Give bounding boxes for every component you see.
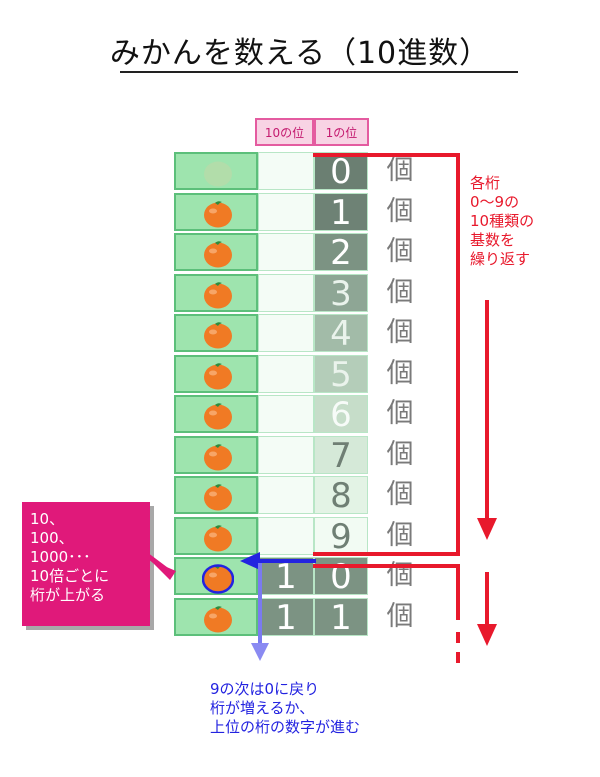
unit-label: 個 (386, 276, 414, 308)
table-row: 1 (174, 192, 368, 232)
unit-label: 個 (386, 357, 414, 389)
orange-cell (174, 152, 258, 190)
unit-label: 個 (386, 155, 414, 186)
tens-digit-cell (258, 192, 314, 231)
ones-digit-cell: 9 (314, 516, 368, 556)
table-row: 4 (174, 314, 368, 353)
orange-icon (204, 524, 232, 551)
empty-orange-icon (204, 161, 232, 187)
orange-cell (174, 597, 258, 636)
orange-icon (204, 443, 232, 470)
orange-cell (174, 516, 258, 555)
orange-cell (174, 557, 258, 595)
rollover-note: 9の次は0に戻り 桁が増えるか、 上位の桁の数字が進む (210, 680, 361, 736)
orange-icon (202, 564, 234, 594)
orange-cell (174, 314, 258, 352)
orange-cell (174, 354, 258, 393)
orange-icon (204, 200, 232, 227)
red-arrow-head-icon (477, 518, 497, 540)
tens-digit-cell (258, 152, 314, 190)
table-row: 9 (174, 516, 368, 556)
orange-icon (204, 484, 232, 511)
tens-digit-cell (258, 314, 314, 352)
orange-cell (174, 273, 258, 312)
table-row: 5 (174, 354, 368, 394)
tens-digit-cell (258, 435, 314, 474)
tens-digit-cell (258, 476, 314, 514)
orange-icon (204, 605, 232, 632)
ones-digit-cell: 0 (314, 557, 368, 596)
unit-label: 個 (386, 317, 414, 348)
pink-pointer-icon (150, 560, 176, 580)
unit-label: 個 (386, 438, 414, 470)
page-title: みかんを数える（10進数） (109, 36, 491, 71)
table-row: 8 (174, 476, 368, 515)
red-arrow2-head-icon (477, 624, 497, 646)
tens-digit-cell (258, 395, 314, 433)
tens-digit-cell (258, 354, 314, 393)
tens-place-header: 10の位 (255, 118, 314, 146)
ones-digit-cell: 6 (314, 395, 368, 434)
ones-digit-cell: 4 (314, 314, 368, 353)
orange-cell (174, 395, 258, 433)
unit-label: 個 (386, 195, 414, 227)
unit-label: 個 (386, 600, 414, 632)
table-row: 7 (174, 435, 368, 475)
ones-digit-cell: 5 (314, 354, 368, 394)
ones-digit-cell: 1 (314, 597, 368, 637)
orange-icon (204, 322, 232, 349)
unit-label: 個 (386, 560, 414, 591)
orange-icon (204, 403, 232, 430)
pink-pointer-line (146, 554, 174, 576)
ones-place-header: 1の位 (314, 118, 369, 146)
orange-icon (204, 362, 232, 389)
table-row: 6 (174, 395, 368, 434)
tens-digit-cell (258, 273, 314, 312)
table-row: 2 (174, 233, 368, 272)
tens-digit-cell: 1 (258, 557, 314, 596)
orange-cell (174, 476, 258, 514)
orange-icon (204, 241, 232, 268)
unit-label: 個 (386, 519, 414, 551)
ones-digit-cell: 1 (314, 192, 368, 232)
ones-digit-cell: 7 (314, 435, 368, 475)
orange-icon (204, 281, 232, 308)
table-row: 0 (174, 152, 368, 191)
ones-digit-cell: 2 (314, 233, 368, 272)
tens-digit-cell (258, 516, 314, 555)
carry-callout-text: 10、 100、 1000･･･ 10倍ごとに 桁が上がる (30, 510, 110, 604)
tens-digit-cell (258, 233, 314, 271)
unit-label: 個 (386, 479, 414, 510)
unit-label: 個 (386, 236, 414, 267)
radix-repeat-note: 各桁 0〜9の 10種類の 基数を 繰り返す (470, 174, 535, 268)
table-row: 3 (174, 273, 368, 313)
title-underline (120, 71, 518, 73)
unit-label: 個 (386, 398, 414, 429)
blue-arrow-down-head-icon (251, 643, 269, 661)
orange-cell (174, 192, 258, 231)
carry-callout-box (22, 502, 150, 626)
orange-cell (174, 435, 258, 474)
ones-digit-cell: 3 (314, 273, 368, 313)
ones-digit-cell: 0 (314, 152, 368, 191)
tens-digit-cell: 1 (258, 597, 314, 637)
orange-cell (174, 233, 258, 271)
ones-digit-cell: 8 (314, 476, 368, 515)
